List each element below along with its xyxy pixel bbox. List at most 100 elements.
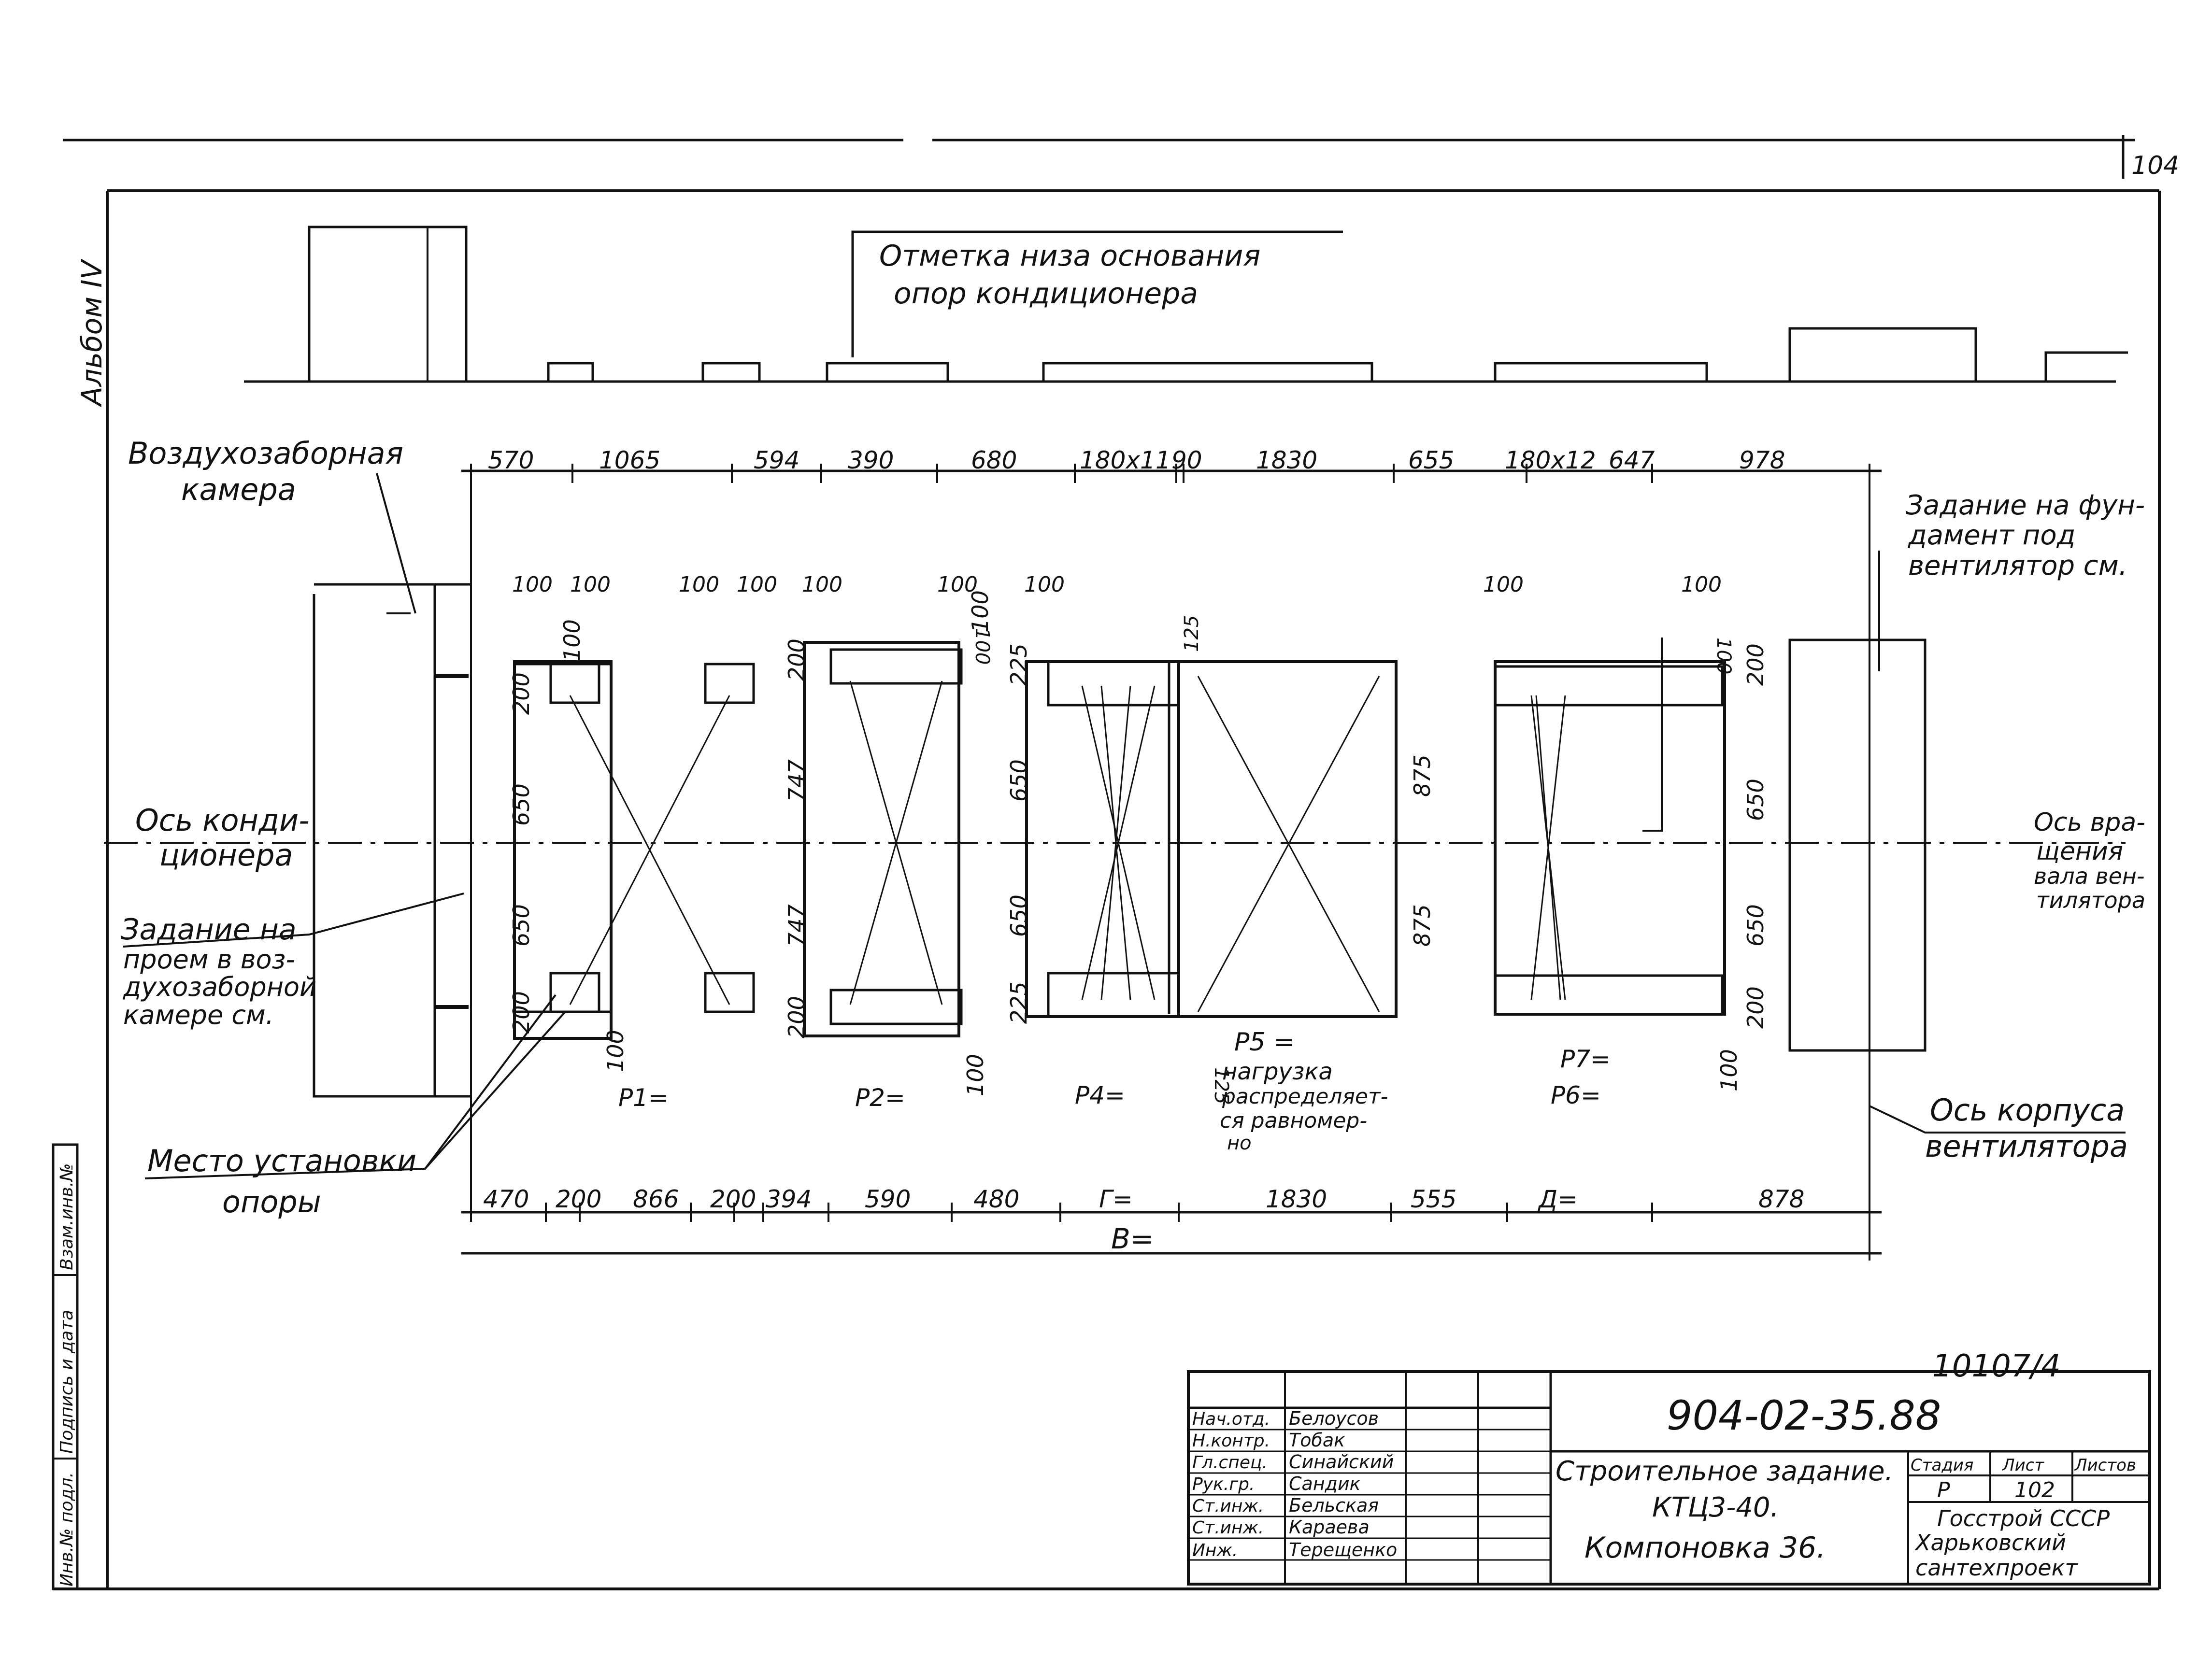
offset-dim-label: 125 <box>1181 615 1203 652</box>
org-line1: Госстрой СССР <box>1937 1505 2110 1531</box>
stamp-replace: Взам.инв.№ <box>57 1163 77 1270</box>
top-dim-label: 180x12 <box>1505 446 1596 474</box>
p5-line5: но <box>1227 1132 1252 1154</box>
inventory-number: 10107/4 <box>1932 1348 2061 1384</box>
vertical-dim-label: 875 <box>1409 904 1435 947</box>
fan-found-line3: вентилятор см. <box>1908 550 2127 581</box>
doc-code: 904-02-35.88 <box>1667 1392 1941 1439</box>
bottom-dim-label: 394 <box>766 1185 812 1213</box>
signature-role: Гл.спец. <box>1192 1453 1268 1473</box>
vertical-dim-label: 100 <box>962 1054 988 1096</box>
axis-rot-line4: тилятора <box>2036 887 2145 913</box>
vertical-dim-label: 747 <box>784 904 810 947</box>
base-mark-line1: Отметка низа основания <box>879 239 1260 273</box>
top-dim-label: 594 <box>754 446 799 474</box>
sheet-value: 102 <box>2014 1478 2055 1502</box>
offset-dim-label: 100 <box>1681 572 1722 597</box>
org-line3: сантехпроект <box>1915 1555 2078 1581</box>
org-line2: Харьковский <box>1914 1530 2066 1556</box>
stamp-inv: Инв.№ подл. <box>57 1472 77 1587</box>
title-line3: Компоновка 36. <box>1584 1531 1826 1565</box>
fan-axis-line1: Ось корпуса <box>1930 1092 2125 1128</box>
support-block-5 <box>1494 638 1726 1016</box>
signature-role: Ст.инж. <box>1192 1496 1264 1516</box>
support-line1: Место установки <box>147 1143 416 1178</box>
top-dim-label: 180x11 <box>1080 446 1171 474</box>
vertical-dim-label: 100 <box>967 590 993 633</box>
vertical-dim-label: 650 <box>1742 904 1769 947</box>
bottom-dim-label: 470 <box>483 1185 529 1213</box>
air-intake-chamber <box>313 583 471 1098</box>
vertical-dim-label: 650 <box>508 783 534 826</box>
vertical-dim-label: 200 <box>1742 986 1769 1029</box>
bottom-dim-label: 866 <box>633 1185 679 1213</box>
bottom-dimension-chain <box>461 1211 1882 1255</box>
fan-foundation <box>1788 638 1927 1052</box>
top-dimension-chain <box>461 464 1882 1261</box>
bottom-dim-label: 878 <box>1758 1185 1804 1213</box>
axis-cond-line2: ционера <box>159 837 293 873</box>
title-block <box>1187 1370 2151 1586</box>
bottom-dim-label: 1830 <box>1266 1185 1327 1213</box>
axis-rot-line1: Ось вра- <box>2034 808 2145 837</box>
elevation-view <box>244 226 2128 383</box>
air-intake-line2: камера <box>181 472 296 507</box>
load-label: P2= <box>855 1084 905 1112</box>
fan-axis-line2: вентилятора <box>1925 1129 2128 1164</box>
signature-name: Сандик <box>1289 1473 1361 1494</box>
sheet-header: Лист <box>2001 1456 2044 1475</box>
vertical-dim-label: 200 <box>784 638 810 681</box>
sheet-number: 104 <box>2131 151 2179 180</box>
vertical-dim-label: 225 <box>1006 643 1032 686</box>
offset-dim-label: 100 <box>570 572 611 597</box>
vertical-dim-label: 200 <box>1742 643 1769 686</box>
p5-line3: распределяет- <box>1222 1084 1388 1109</box>
vertical-dim-label: 650 <box>508 904 534 947</box>
signature-name: Бельская <box>1289 1495 1379 1516</box>
air-intake-line1: Воздухозаборная <box>128 436 403 471</box>
vertical-dim-label: 650 <box>1006 759 1032 802</box>
axis-cond-line1: Ось конди- <box>135 803 310 838</box>
title-line2: КТЦ3-40. <box>1652 1492 1779 1523</box>
signature-name: Караева <box>1289 1516 1370 1538</box>
support-block-3 <box>1025 660 1180 1018</box>
vertical-dim-label: 650 <box>1742 779 1769 821</box>
axis-rot-line2: щения <box>2036 837 2123 866</box>
vertical-dim-label: 747 <box>784 759 810 802</box>
side-stamp <box>52 1143 79 1590</box>
fan-found-line2: дамент под <box>1908 520 2075 551</box>
top-dim-label: 1830 <box>1256 446 1317 474</box>
top-dim-label: 647 <box>1609 446 1655 474</box>
signature-name: Тобак <box>1289 1430 1345 1451</box>
support-line2: опоры <box>222 1184 321 1219</box>
opening-line4: камере см. <box>123 1000 274 1030</box>
stage-value: Р <box>1937 1478 1950 1502</box>
fan-axis-leader <box>1869 1105 2126 1134</box>
bottom-dim-label: 200 <box>556 1185 601 1213</box>
opening-leader <box>123 893 464 948</box>
offset-dim-label: 100 <box>937 572 978 597</box>
load-label: P7= <box>1560 1045 1611 1073</box>
support-block-1 <box>513 660 755 1040</box>
vertical-dim-label: 225 <box>1006 981 1032 1024</box>
vertical-dim-label: 200 <box>508 672 534 715</box>
support-block-2 <box>803 641 963 1037</box>
load-label: P4= <box>1075 1081 1125 1109</box>
opening-line2: проем в воз- <box>123 944 295 975</box>
load-label: P1= <box>618 1084 669 1112</box>
air-intake-leader <box>376 473 416 614</box>
bottom-dim-label: 480 <box>973 1185 1019 1213</box>
vertical-dim-label: 875 <box>1409 754 1435 797</box>
vertical-dim-label: 100 <box>559 619 585 662</box>
signature-role: Нач.отд. <box>1192 1409 1270 1429</box>
signature-role: Инж. <box>1192 1541 1238 1560</box>
offset-dim-label: 100 <box>737 572 777 597</box>
offset-dim-label: 100 <box>1713 638 1735 674</box>
offset-dim-label: 100 <box>512 572 553 597</box>
top-dim-label: 680 <box>971 446 1017 474</box>
vertical-dim-label: 650 <box>1006 894 1032 937</box>
signature-role: Н.контр. <box>1192 1431 1270 1451</box>
vertical-dim-label: 200 <box>784 996 810 1038</box>
bottom-dim-label: Д= <box>1538 1185 1578 1213</box>
